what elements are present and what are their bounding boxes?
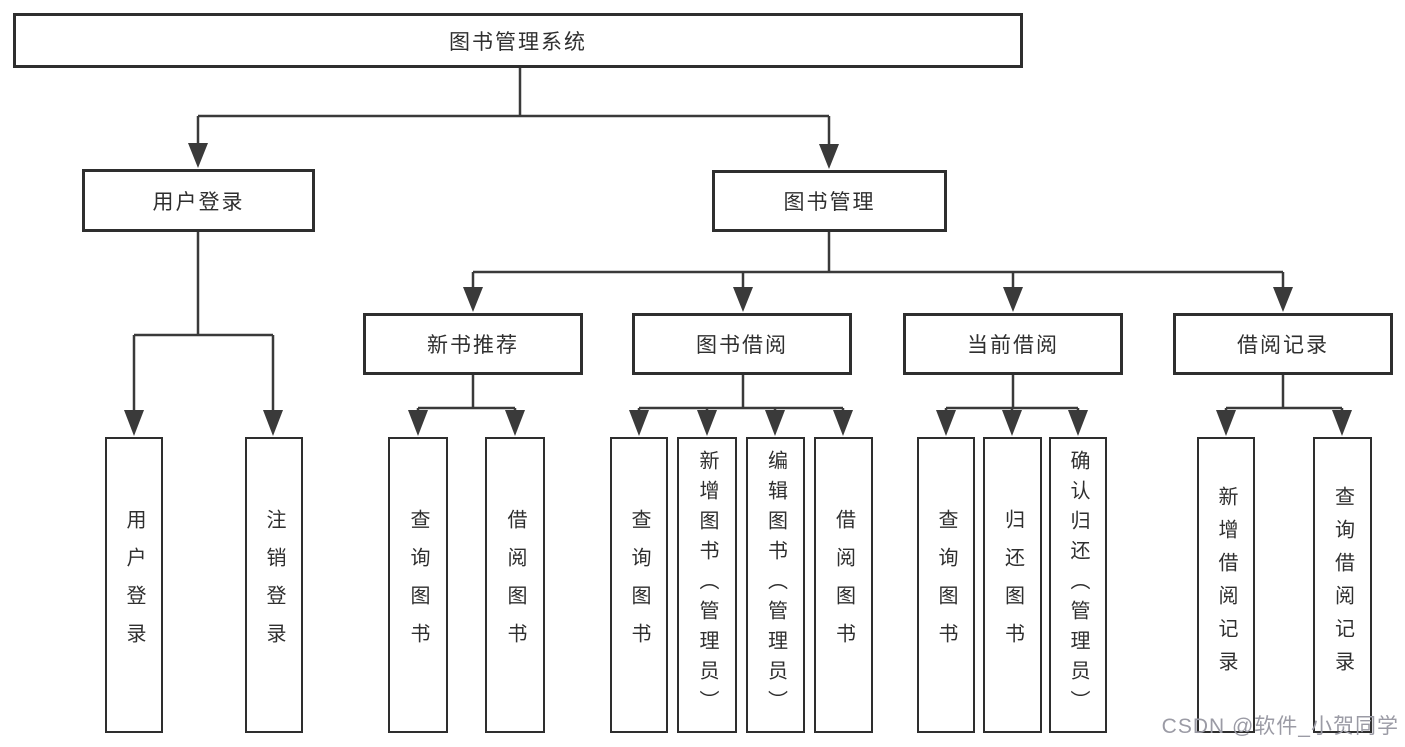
node-label-leaf-bb-query: 查询图书 bbox=[628, 509, 650, 661]
node-label-leaf-bb-borrow: 借阅图书 bbox=[832, 509, 855, 661]
node-leaf-bb-query: 查询图书 bbox=[610, 437, 668, 733]
connector-book-borrow bbox=[637, 375, 845, 413]
node-label-root: 图书管理系统 bbox=[449, 30, 587, 54]
node-label-new-book-rec: 新书推荐 bbox=[427, 334, 519, 357]
node-label-leaf-br-query: 查询借阅记录 bbox=[1331, 486, 1354, 684]
node-leaf-cb-query: 查询图书 bbox=[917, 437, 975, 733]
node-book-mgmt: 图书管理 bbox=[712, 170, 947, 232]
node-label-leaf-bb-add: 新增图书（管理员） bbox=[696, 450, 718, 720]
node-label-leaf-nbr-query: 查询图书 bbox=[407, 509, 429, 661]
node-label-book-mgmt: 图书管理 bbox=[783, 191, 876, 214]
node-book-borrow: 图书借阅 bbox=[632, 313, 852, 375]
node-leaf-bb-add: 新增图书（管理员） bbox=[677, 437, 737, 733]
node-label-borrow-records: 借阅记录 bbox=[1237, 334, 1329, 357]
node-label-leaf-logout: 注销登录 bbox=[263, 509, 285, 661]
node-root: 图书管理系统 bbox=[13, 13, 1023, 68]
arrowhead bbox=[833, 410, 853, 436]
arrowhead bbox=[1003, 287, 1023, 312]
connector-book-mgmt bbox=[471, 232, 1285, 289]
arrowhead bbox=[463, 287, 483, 312]
arrowhead bbox=[1273, 287, 1293, 312]
node-leaf-br-add: 新增借阅记录 bbox=[1197, 437, 1255, 733]
node-leaf-nbr-borrow: 借阅图书 bbox=[485, 437, 545, 733]
connector-new-book-rec bbox=[416, 375, 517, 413]
arrowhead bbox=[1002, 410, 1022, 436]
arrowhead bbox=[124, 410, 144, 436]
node-label-leaf-cb-confirm: 确认归还（管理员） bbox=[1067, 450, 1089, 720]
arrowhead bbox=[1216, 410, 1236, 436]
csdn-watermark: CSDN @软件_小贺同学 bbox=[1161, 715, 1399, 738]
node-leaf-bb-borrow: 借阅图书 bbox=[814, 437, 873, 733]
arrowhead bbox=[765, 410, 785, 436]
node-new-book-rec: 新书推荐 bbox=[363, 313, 583, 375]
arrowhead bbox=[408, 410, 428, 436]
arrowhead bbox=[1332, 410, 1352, 436]
node-borrow-records: 借阅记录 bbox=[1173, 313, 1393, 375]
node-label-user-login: 用户登录 bbox=[152, 190, 245, 214]
node-leaf-bb-edit: 编辑图书（管理员） bbox=[746, 437, 805, 733]
connector-current-borrow bbox=[944, 375, 1080, 413]
node-label-current-borrow: 当前借阅 bbox=[967, 334, 1059, 357]
arrowhead bbox=[505, 410, 525, 436]
node-label-leaf-cb-query: 查询图书 bbox=[935, 509, 957, 661]
arrowhead bbox=[1068, 410, 1088, 436]
node-leaf-logout: 注销登录 bbox=[245, 437, 303, 733]
node-label-book-borrow: 图书借阅 bbox=[696, 334, 788, 357]
node-label-leaf-nbr-borrow: 借阅图书 bbox=[504, 509, 526, 661]
arrowhead bbox=[936, 410, 956, 436]
node-leaf-cb-confirm: 确认归还（管理员） bbox=[1049, 437, 1107, 733]
node-label-leaf-user-login: 用户登录 bbox=[123, 509, 145, 661]
node-user-login: 用户登录 bbox=[82, 169, 315, 232]
arrowhead bbox=[697, 410, 717, 436]
connector-user-login bbox=[132, 232, 275, 412]
arrowhead bbox=[263, 410, 283, 436]
arrowhead bbox=[188, 143, 208, 168]
arrowheads bbox=[124, 143, 1352, 436]
connector-borrow-records bbox=[1224, 375, 1344, 413]
arrowhead bbox=[629, 410, 649, 436]
node-label-leaf-br-add: 新增借阅记录 bbox=[1215, 486, 1237, 684]
node-leaf-cb-return: 归还图书 bbox=[983, 437, 1042, 733]
arrowhead bbox=[819, 144, 839, 169]
connector-root bbox=[196, 68, 831, 146]
node-label-leaf-bb-edit: 编辑图书（管理员） bbox=[764, 450, 787, 720]
node-leaf-user-login: 用户登录 bbox=[105, 437, 163, 733]
node-current-borrow: 当前借阅 bbox=[903, 313, 1123, 375]
node-leaf-br-query: 查询借阅记录 bbox=[1313, 437, 1372, 733]
node-leaf-nbr-query: 查询图书 bbox=[388, 437, 448, 733]
arrowhead bbox=[733, 287, 753, 312]
node-label-leaf-cb-return: 归还图书 bbox=[1001, 509, 1024, 661]
